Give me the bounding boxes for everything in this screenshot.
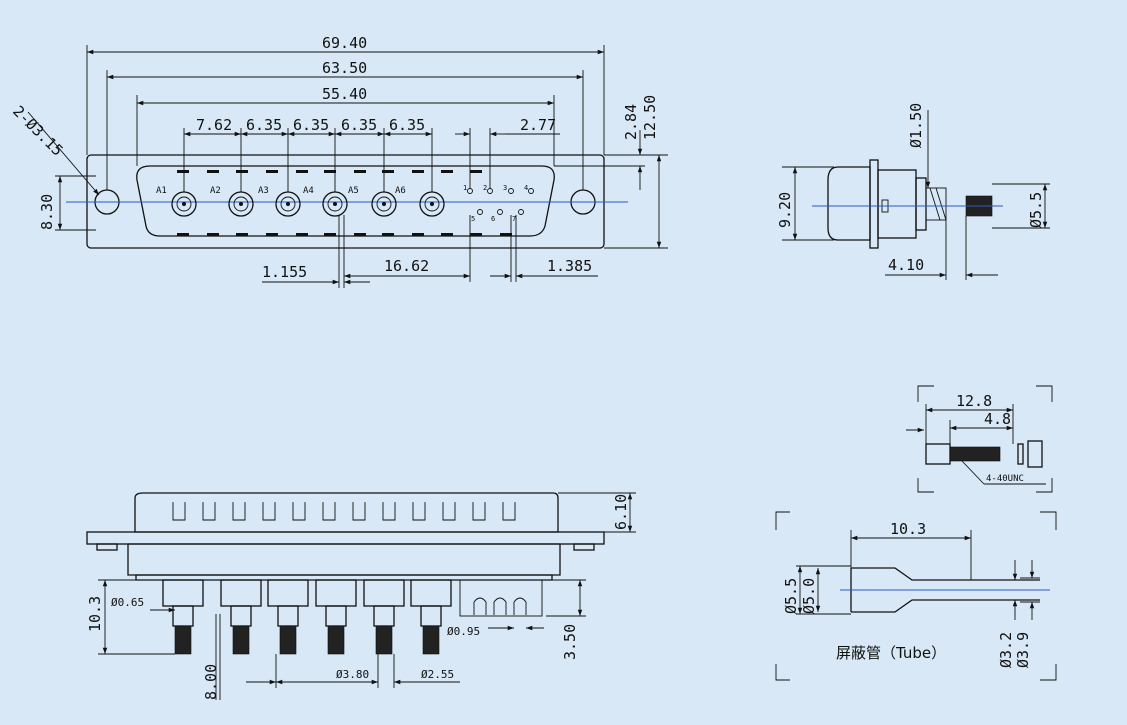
dim-signal-pitch: 2.77 bbox=[520, 116, 556, 134]
contact-slots bbox=[177, 170, 512, 236]
dim-tube-outer-large: Ø5.5 bbox=[782, 578, 800, 614]
dim-pin-diameter: Ø1.50 bbox=[907, 103, 925, 148]
dim-coax-pitch: 6.35 bbox=[293, 116, 329, 134]
dim-coax-pitch: 6.35 bbox=[246, 116, 282, 134]
dim-overall-width: 69.40 bbox=[322, 34, 367, 52]
bottom-view: 6.10 10.3 Ø0.65 Ø0.95 3.50 8.00 Ø3.80 Ø2… bbox=[86, 492, 636, 700]
side-shell bbox=[827, 166, 871, 241]
coax-label: A3 bbox=[258, 186, 269, 196]
dim-screw-thread-length: 4.8 bbox=[984, 410, 1011, 428]
dim-bottom-pin-diameter: Ø0.65 bbox=[111, 596, 144, 609]
tube-caption: 屏蔽管（Tube） bbox=[836, 644, 946, 662]
tube-detail: 10.3 Ø5.5 Ø5.0 Ø3.2 Ø3.9 屏蔽管（Tube） bbox=[775, 511, 1057, 681]
coax-label: A2 bbox=[210, 186, 221, 196]
signal-pin bbox=[508, 188, 514, 194]
signal-pin bbox=[467, 188, 473, 194]
dim-overall-height: 12.50 bbox=[641, 95, 659, 140]
dim-mounting-holes: 2-Ø3.15 bbox=[9, 102, 66, 159]
dim-shell-width: 55.40 bbox=[322, 85, 367, 103]
signal-pin bbox=[487, 188, 493, 194]
dim-tube-length: 10.3 bbox=[890, 520, 926, 538]
dim-bottom-right: 1.385 bbox=[547, 257, 592, 275]
signal-label: 3 bbox=[503, 184, 507, 192]
coax-label: A6 bbox=[395, 186, 406, 196]
screw-nut bbox=[1027, 440, 1043, 468]
coax-label: A5 bbox=[348, 186, 359, 196]
dim-coax-pitch: 7.62 bbox=[196, 116, 232, 134]
dim-coax-diameter-a: Ø3.80 bbox=[336, 668, 369, 681]
bottom-signal-pins bbox=[459, 579, 543, 617]
signal-pin bbox=[528, 188, 534, 194]
bottom-flange bbox=[86, 531, 605, 545]
dim-signal-pin-diameter: Ø0.95 bbox=[447, 625, 480, 638]
dim-shell-depth: 6.10 bbox=[612, 494, 630, 530]
front-top-dimensions bbox=[86, 45, 605, 192]
dim-coax-pitch: 6.35 bbox=[341, 116, 377, 134]
screw-head bbox=[925, 443, 951, 465]
front-d-shell bbox=[136, 165, 555, 237]
dim-flange-height: 8.30 bbox=[38, 194, 56, 230]
coax-label: A1 bbox=[156, 186, 167, 196]
dim-screw-total-length: 12.8 bbox=[956, 392, 992, 410]
side-view: 9.20 Ø1.50 Ø5.5 4.10 bbox=[776, 103, 1050, 280]
dim-mounting-hole-spacing: 63.50 bbox=[322, 59, 367, 77]
signal-label: 7 bbox=[512, 215, 516, 223]
dim-tube-inner-large: Ø5.0 bbox=[800, 578, 818, 614]
dim-screw-diameter: Ø5.5 bbox=[1027, 192, 1045, 228]
dim-bottom-mid: 16.62 bbox=[384, 257, 429, 275]
dim-rear-length: 4.10 bbox=[888, 256, 924, 274]
signal-label: 2 bbox=[483, 184, 487, 192]
dim-coax-tail: 8.00 bbox=[202, 664, 220, 700]
dim-body-height: 9.20 bbox=[776, 192, 794, 228]
dim-bottom-left: 1.155 bbox=[262, 263, 307, 281]
dim-right-offset: 2.84 bbox=[622, 104, 640, 140]
signal-label: 4 bbox=[524, 184, 528, 192]
screw-detail: 12.8 4.8 4-40UNC bbox=[906, 385, 1053, 493]
signal-pin bbox=[477, 209, 483, 215]
dim-tube-inner-small: Ø3.2 bbox=[997, 632, 1015, 668]
signal-pin bbox=[497, 209, 503, 215]
bottom-slots bbox=[172, 502, 516, 521]
signal-pin bbox=[518, 209, 524, 215]
front-view: A1 A2 A3 A4 A5 A6 1 2 3 4 5 6 7 bbox=[9, 34, 668, 288]
signal-label: 6 bbox=[491, 215, 495, 223]
screw-thread bbox=[949, 446, 1001, 462]
signal-label: 5 bbox=[471, 215, 475, 223]
screw-thread-label: 4-40UNC bbox=[986, 474, 1024, 484]
bottom-shell bbox=[134, 492, 559, 533]
side-flange bbox=[869, 159, 879, 249]
signal-label: 1 bbox=[463, 184, 467, 192]
signal-pins bbox=[467, 188, 534, 215]
dim-coax-diameter-b: Ø2.55 bbox=[421, 668, 454, 681]
coax-label: A4 bbox=[303, 186, 314, 196]
coax-tails bbox=[162, 579, 452, 655]
dim-rear-height: 10.3 bbox=[86, 596, 104, 632]
dim-tube-outer-small: Ø3.9 bbox=[1014, 632, 1032, 668]
dim-signal-tail: 3.50 bbox=[561, 624, 579, 660]
dim-coax-pitch: 6.35 bbox=[389, 116, 425, 134]
